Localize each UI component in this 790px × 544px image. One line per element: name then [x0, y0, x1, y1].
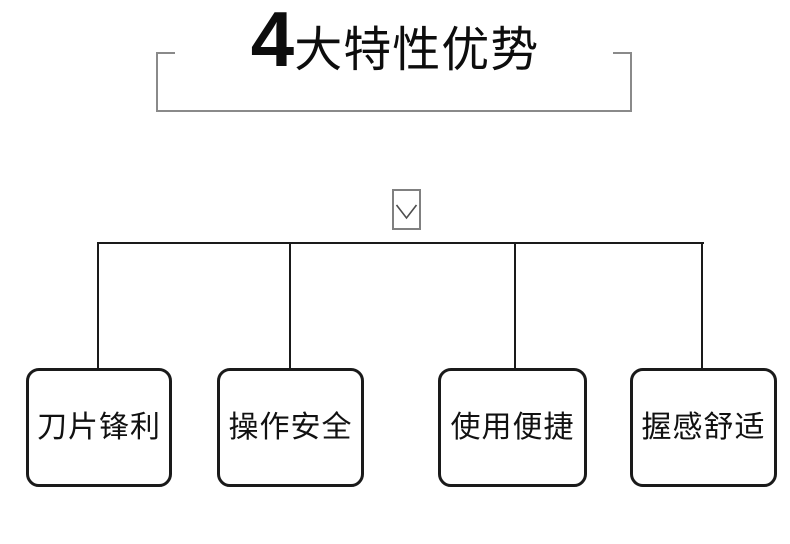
page-title: 4 大特性优势	[0, 0, 790, 84]
feature-label: 使用便捷	[450, 410, 575, 444]
title-number: 4	[250, 0, 295, 83]
title-frame-tick-right	[613, 52, 632, 54]
title-frame-tick-left	[156, 52, 175, 54]
feature-label: 刀片锋利	[37, 410, 161, 444]
connector-vertical-line-3	[514, 242, 516, 369]
feature-box-easy-to-use: 使用便捷	[438, 368, 587, 487]
feature-label: 握感舒适	[641, 410, 766, 444]
connector-horizontal-line	[97, 242, 704, 244]
connector-vertical-line-4	[701, 242, 703, 369]
connector-vertical-line-2	[289, 242, 291, 369]
chevron-down-icon	[395, 204, 418, 220]
feature-box-safe-operation: 操作安全	[217, 368, 364, 487]
chevron-down-box	[392, 189, 421, 230]
feature-box-comfortable-grip: 握感舒适	[630, 368, 777, 487]
feature-label: 操作安全	[228, 410, 353, 444]
feature-box-blade-sharp: 刀片锋利	[26, 368, 172, 487]
title-text: 大特性优势	[294, 24, 540, 77]
title-frame	[156, 52, 632, 112]
connector-vertical-line-1	[97, 242, 99, 369]
